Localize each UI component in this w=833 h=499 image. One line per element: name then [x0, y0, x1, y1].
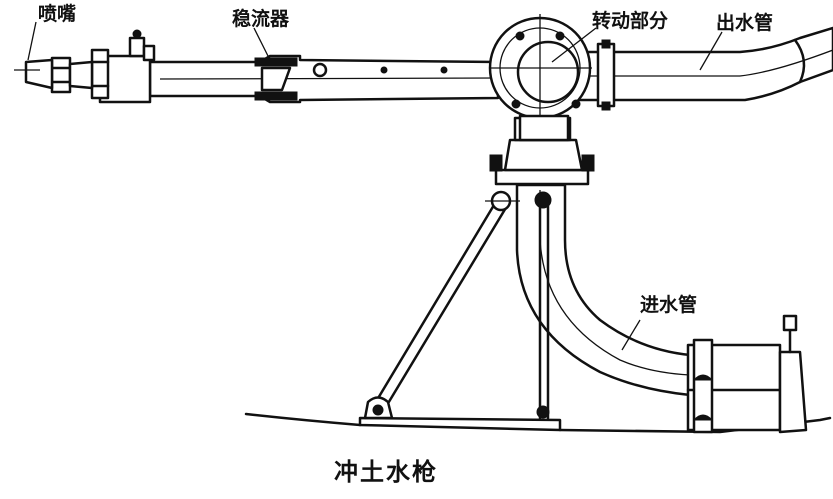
base-skid-top [358, 416, 562, 432]
flange-bolt-right [581, 154, 595, 172]
inlet-pipe-body [515, 183, 692, 397]
barrel-rivet-1 [380, 66, 388, 74]
nozzle-collar [50, 56, 72, 94]
outlet-pipe-joint [793, 38, 806, 84]
barrel-mount-post-2 [142, 44, 156, 62]
barrel-mount-knob [132, 29, 142, 39]
outlet-flange [596, 42, 616, 108]
nozzle-taper [68, 60, 94, 90]
label-outlet-pipe: 出水管 [716, 12, 774, 34]
outlet-flange-bolt-top [601, 39, 611, 49]
flange-bolt-left [489, 154, 503, 172]
label-rotating-part: 转动部分 [592, 10, 669, 32]
rotating-neck [518, 114, 570, 142]
leader-rotating-part [551, 27, 597, 63]
base-skid [244, 412, 832, 434]
joint-bolt-3 [571, 99, 581, 109]
diagonal-brace-2 [382, 204, 509, 412]
swivel-housing [503, 138, 584, 172]
lower-flange [494, 168, 590, 186]
outlet-flange-bolt-bottom [601, 101, 611, 111]
label-stabilizer: 稳流器 [232, 8, 290, 30]
nozzle-tip [24, 58, 54, 90]
barrel-centerline [159, 77, 499, 80]
joint-bolt-2 [555, 31, 565, 41]
figure-caption: 冲土水枪 [334, 458, 438, 486]
joint-bolt-1 [515, 31, 525, 41]
stabilizer-band-top [254, 57, 298, 67]
label-nozzle: 喷嘴 [38, 3, 77, 25]
barrel-rivet-2 [440, 66, 448, 74]
inlet-clamp-bolt-bottom [692, 414, 714, 421]
nozzle-nut [90, 48, 110, 100]
support-rod-foot [536, 405, 550, 419]
outlet-pipe-centerline-curve [739, 49, 833, 77]
leader-inlet-pipe [621, 319, 641, 351]
rotating-joint-ball [516, 40, 580, 104]
stabilizer-band-bottom [254, 91, 298, 101]
stabilizer-core [260, 66, 292, 92]
barrel-bolt-1 [312, 62, 328, 78]
label-inlet-pipe: 进水管 [640, 294, 698, 316]
brace-foot-pin [372, 404, 384, 416]
leader-nozzle [27, 21, 37, 61]
rod-pivot [534, 191, 552, 209]
inlet-clamp-ring [692, 338, 714, 434]
inlet-clamp-bolt-top [692, 374, 714, 381]
diagonal-brace [372, 198, 499, 407]
leader-outlet-pipe [699, 31, 723, 71]
inlet-end-flange [778, 350, 808, 434]
barrel-mount-post [128, 36, 146, 58]
leader-stabilizer [253, 27, 271, 61]
joint-bolt-4 [511, 99, 521, 109]
inlet-valve-handle [782, 314, 798, 332]
